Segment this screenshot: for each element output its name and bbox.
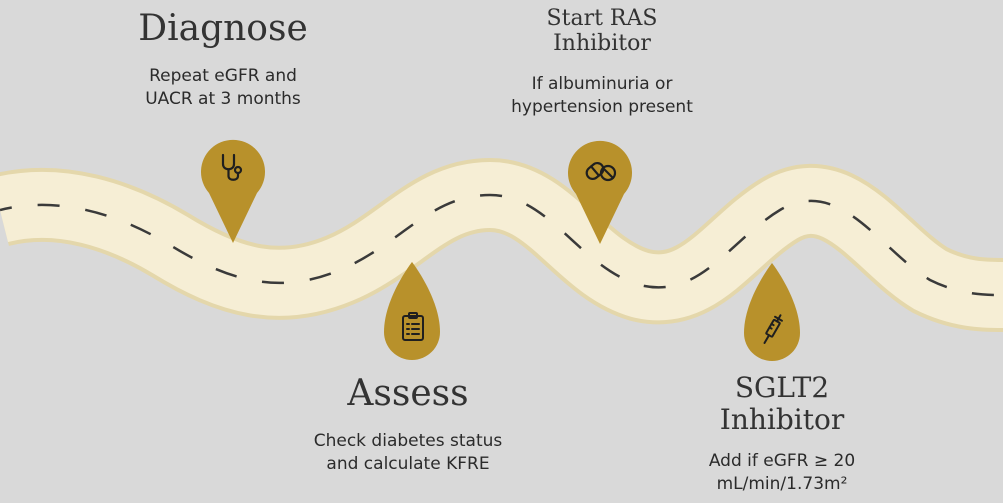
step-title: SGLT2 Inhibitor [719, 371, 845, 437]
map-pin [384, 262, 440, 360]
step-description: Repeat eGFR and UACR at 3 months [145, 66, 301, 110]
map-pin [744, 263, 800, 361]
step-title: Assess [347, 373, 469, 414]
step-description: If albuminuria or hypertension present [511, 73, 693, 117]
step-diagnose: Diagnose Repeat eGFR and UACR at 3 month… [118, 8, 328, 111]
step-title: Diagnose [138, 8, 308, 49]
pill-icon [585, 161, 617, 182]
step-assess: Assess Check diabetes status and calcula… [304, 373, 512, 476]
syringe-icon [763, 314, 783, 344]
step-description: Check diabetes status and calculate KFRE [313, 431, 503, 475]
stethoscope-icon [221, 153, 243, 181]
step-sglt2-inhibitor: SGLT2 Inhibitor Add if eGFR ≥ 20 mL/min/… [687, 371, 877, 496]
step-description: Add if eGFR ≥ 20 mL/min/1.73m² [708, 451, 856, 495]
step-start-ras-inhibitor: Start RAS Inhibitor If albuminuria or hy… [487, 6, 717, 118]
step-title: Start RAS Inhibitor [546, 6, 658, 57]
clipboard-icon [402, 312, 424, 341]
map-pin [201, 139, 265, 243]
map-pin [568, 140, 632, 244]
